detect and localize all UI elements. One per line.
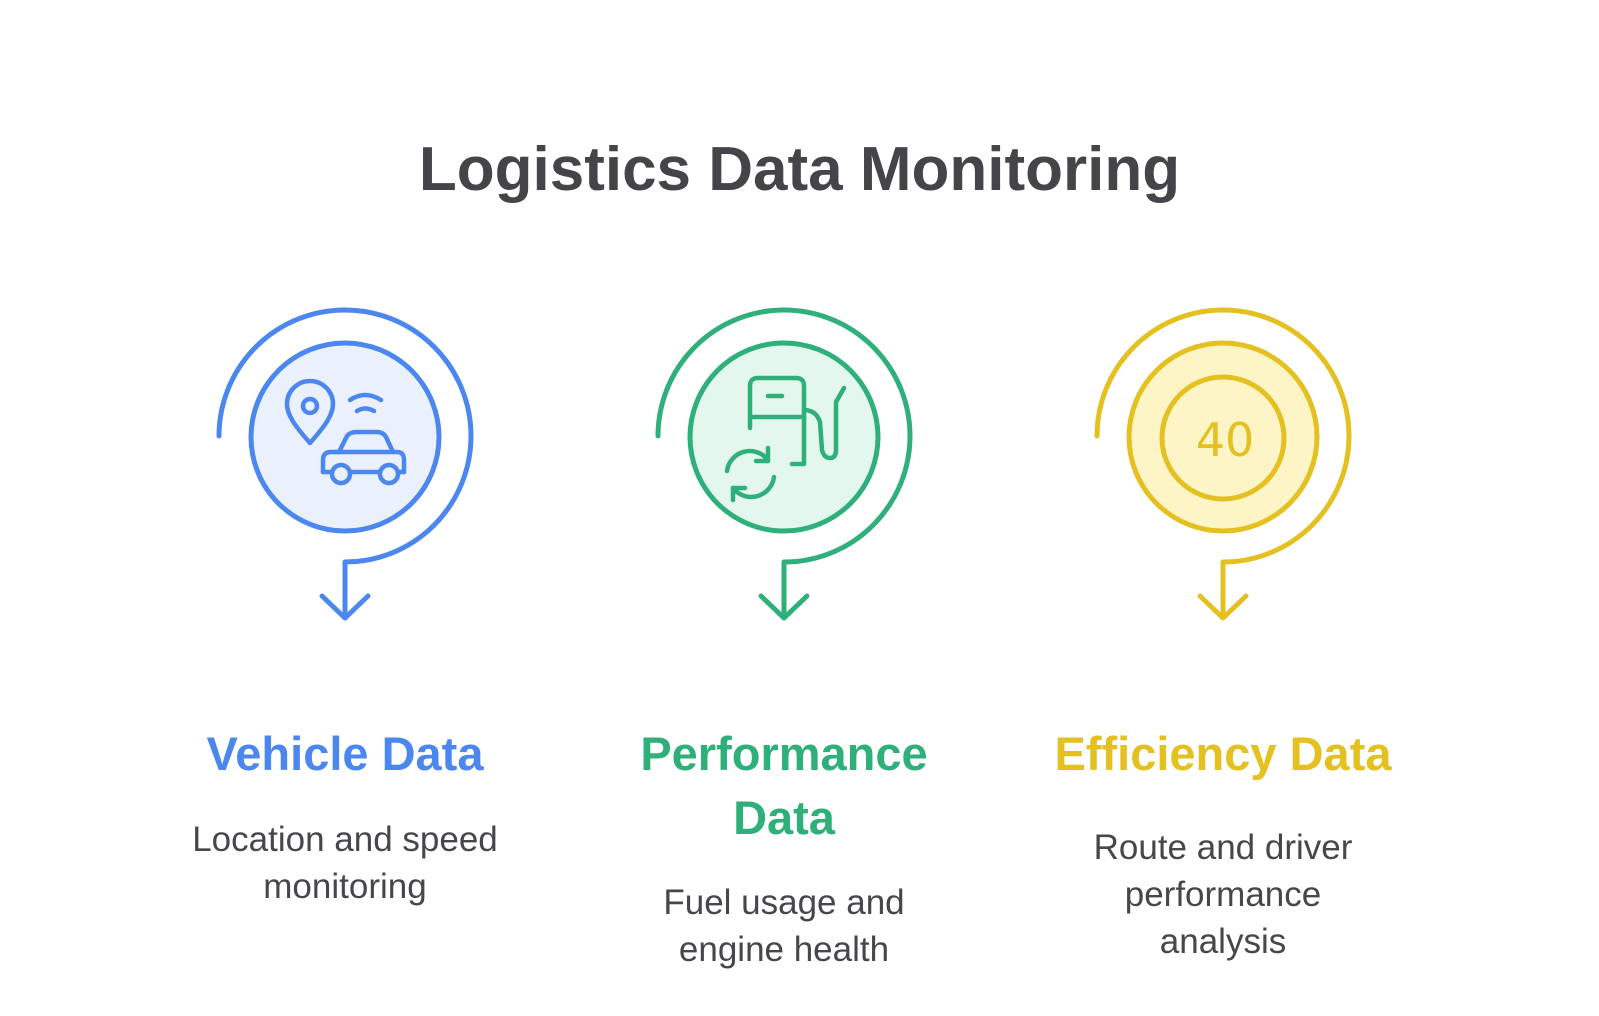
card-description: Route and driver performance analysis <box>1003 824 1443 965</box>
card-title: Performance Data <box>564 722 1004 850</box>
description-line: performance <box>1124 875 1322 914</box>
card-description: Location and speed monitoring <box>125 816 565 910</box>
card-performance-data: Performance Data Fuel usage and engine h… <box>564 300 1004 1000</box>
down-arrow-icon <box>319 593 371 621</box>
description-line: engine health <box>678 930 890 969</box>
down-arrow-icon <box>758 593 810 621</box>
card-vehicle-data: Vehicle Data Location and speed monitori… <box>125 300 565 1000</box>
progress-arc <box>216 307 474 621</box>
description-line: Route and driver <box>1093 828 1353 867</box>
card-title-line: Performance <box>640 727 928 780</box>
performance-data-graphic <box>655 307 913 621</box>
card-description: Fuel usage and engine health <box>564 879 1004 973</box>
card-efficiency-data: 40 Efficiency Data Route and driver perf… <box>1003 300 1443 1000</box>
description-line: Fuel usage and <box>663 883 905 922</box>
vehicle-data-graphic <box>216 307 474 621</box>
icon-circle <box>1126 340 1320 534</box>
page-title: Logistics Data Monitoring <box>418 135 1181 204</box>
description-line: monitoring <box>263 867 427 906</box>
icon-circle <box>687 340 881 534</box>
progress-arc <box>1094 307 1352 621</box>
speed-value: 40 <box>1196 413 1255 467</box>
down-arrow-icon <box>1197 593 1249 621</box>
card-title: Vehicle Data <box>206 727 484 780</box>
description-line: analysis <box>1159 922 1287 961</box>
speed-40-icon: 40 <box>1159 374 1287 502</box>
card-title: Efficiency Data <box>1054 727 1392 780</box>
card-title-line: Data <box>733 791 835 844</box>
fuel-pump-refresh-icon <box>724 375 847 503</box>
progress-arc <box>655 307 913 621</box>
location-car-icon <box>284 378 407 486</box>
efficiency-data-graphic: 40 <box>1094 307 1352 621</box>
description-line: Location and speed <box>192 820 498 859</box>
